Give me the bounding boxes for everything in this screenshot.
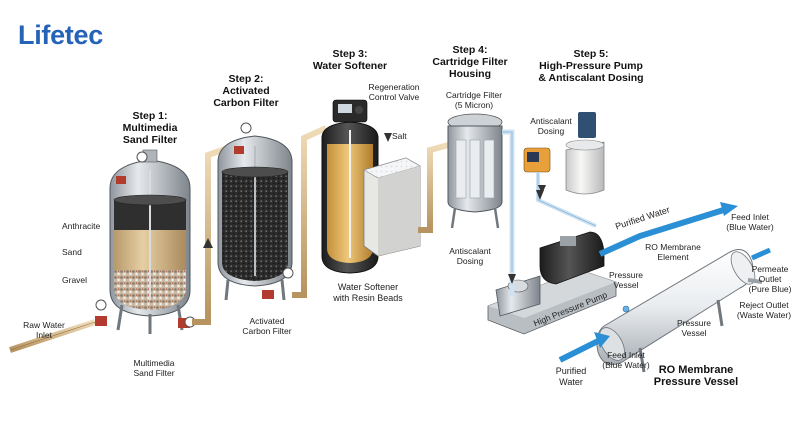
high-pressure-pump bbox=[487, 231, 617, 335]
ro-pressure-vessel bbox=[596, 249, 756, 373]
step-5-title: Step 5: High-Pressure Pump & Antiscalant… bbox=[538, 48, 644, 84]
cartridge-filter-label: Cartridge Filter(5 Micron) bbox=[445, 90, 503, 110]
step-2-title: Step 2: Activated Carbon Filter bbox=[213, 73, 279, 109]
layer-sand: Sand bbox=[62, 247, 82, 257]
feed-inlet-top-label: Feed Inlet(Blue Water) bbox=[726, 212, 774, 232]
ro-vessel-title: RO Membrane Pressure Vessel bbox=[653, 364, 739, 388]
brand-logo: Lifetec bbox=[18, 20, 103, 50]
sand-filter-tank bbox=[95, 149, 196, 334]
feed-inlet-bottom-label: Feed Inlet(Blue Water) bbox=[602, 350, 650, 370]
step-3-title: Step 3: Water Softener bbox=[312, 48, 388, 72]
step-1-title: Step 1: Multimedia Sand Filter bbox=[122, 110, 178, 146]
dosing-system bbox=[523, 112, 605, 228]
layer-anthracite: Anthracite bbox=[62, 221, 101, 231]
carbon-filter-tank bbox=[217, 122, 294, 301]
reject-outlet-label: Reject Outlet(Waste Water) bbox=[736, 300, 792, 320]
cartridge-filter-housing bbox=[447, 113, 503, 229]
step-4-title: Step 4: Cartridge Filter Housing bbox=[432, 44, 508, 80]
brine-tank bbox=[363, 157, 421, 257]
salt-label: Salt bbox=[392, 131, 407, 141]
layer-gravel: Gravel bbox=[62, 275, 88, 285]
